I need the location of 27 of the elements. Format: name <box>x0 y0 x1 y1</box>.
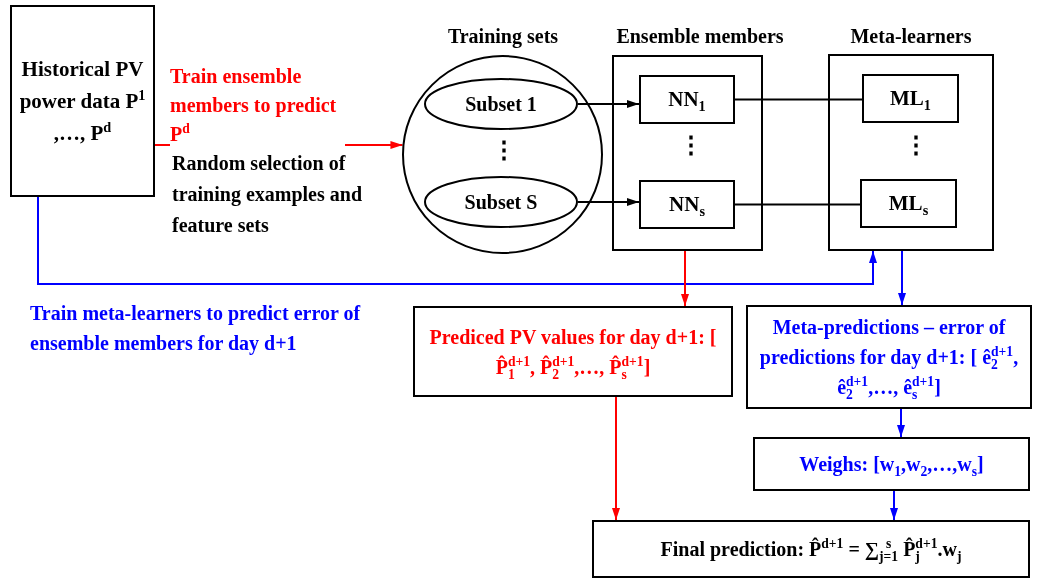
subset-ellipse: Subset S <box>424 176 578 228</box>
process-box: ML$_{1}$ <box>862 74 959 123</box>
process-box: ML$_{s}$ <box>860 179 957 228</box>
connector-line <box>734 203 861 206</box>
arrow <box>897 408 905 438</box>
ellipsis-dots: ⋮ <box>904 135 924 155</box>
group-heading: Ensemble members <box>615 23 785 49</box>
arrow <box>37 196 877 285</box>
process-box: Prediced PV values for day d+1: [ P̂$_{1}$$^{d+1}$, P̂$_{2}$$^{d+1}$,…, P̂$_{s}$$^{d+1}$] <box>413 306 733 397</box>
connector-line <box>734 98 863 101</box>
process-box: Final prediction: P̂$^{d+1}$ = ∑$_{j=1}$$^{s}$ P̂$_{j}$$^{d+1}$.w$_{j}$ <box>592 520 1030 578</box>
arrow <box>577 198 640 206</box>
process-box: Historical PV power data P$^{1}$ ,…, P$^{d}$ <box>10 5 155 197</box>
process-box: Weighs: [w$_{1}$,w$_{2}$,…,w$_{s}$] <box>753 437 1030 491</box>
annotation-text: Random selection of training examples and feature sets <box>172 151 364 238</box>
subset-ellipse: Subset 1 <box>424 78 578 130</box>
arrow <box>612 396 620 521</box>
ellipsis-dots: ⋮ <box>679 135 699 155</box>
ellipsis-dots: ⋮ <box>492 140 512 160</box>
process-box: NN$_{s}$ <box>639 180 735 229</box>
process-box: NN$_{1}$ <box>639 75 735 124</box>
arrow <box>898 250 906 306</box>
arrow <box>577 100 640 108</box>
arrow <box>890 490 898 521</box>
arrow <box>681 250 689 307</box>
process-box: Meta-predictions – error of predictions for day d+1: [ ê$_{2}$$^{d+1}$, ê$_{2}$$^{d+1}$,…, ê$_{s}$$^{d+1}$] <box>746 305 1032 409</box>
group-heading: Meta-learners <box>849 23 973 49</box>
